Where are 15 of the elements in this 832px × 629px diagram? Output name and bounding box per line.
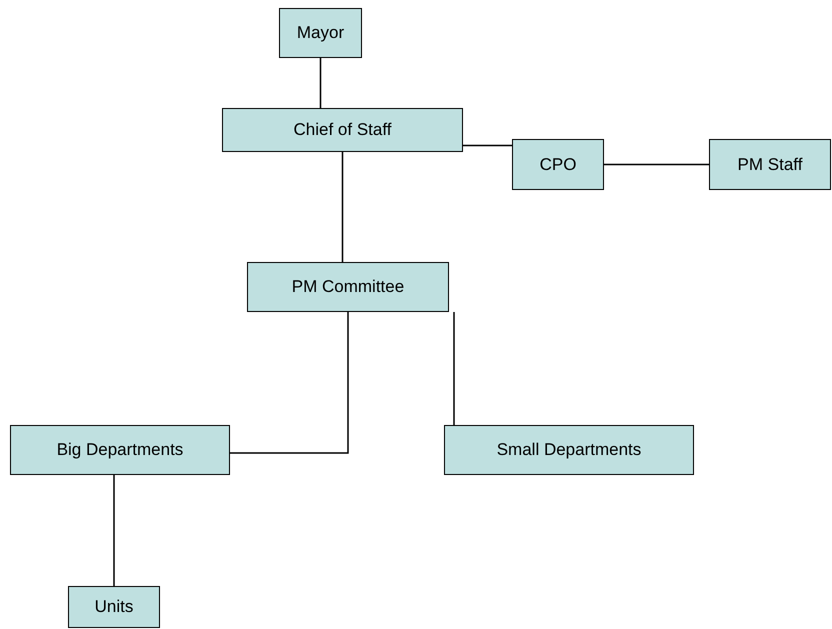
connector-line [453, 312, 455, 425]
connector-line [113, 475, 115, 586]
org-box: Chief of Staff [222, 108, 463, 152]
connector-line [342, 152, 344, 262]
org-box: Mayor [279, 8, 362, 58]
connector-line [230, 312, 349, 454]
connector-line [320, 58, 322, 108]
connector-line [604, 164, 709, 166]
org-box: Units [68, 586, 160, 628]
org-box: Big Departments [10, 425, 230, 475]
org-box: CPO [512, 139, 604, 190]
connector-line [463, 144, 512, 146]
org-box: Small Departments [444, 425, 694, 475]
org-box: PM Staff [709, 139, 831, 190]
org-box: PM Committee [247, 262, 449, 312]
